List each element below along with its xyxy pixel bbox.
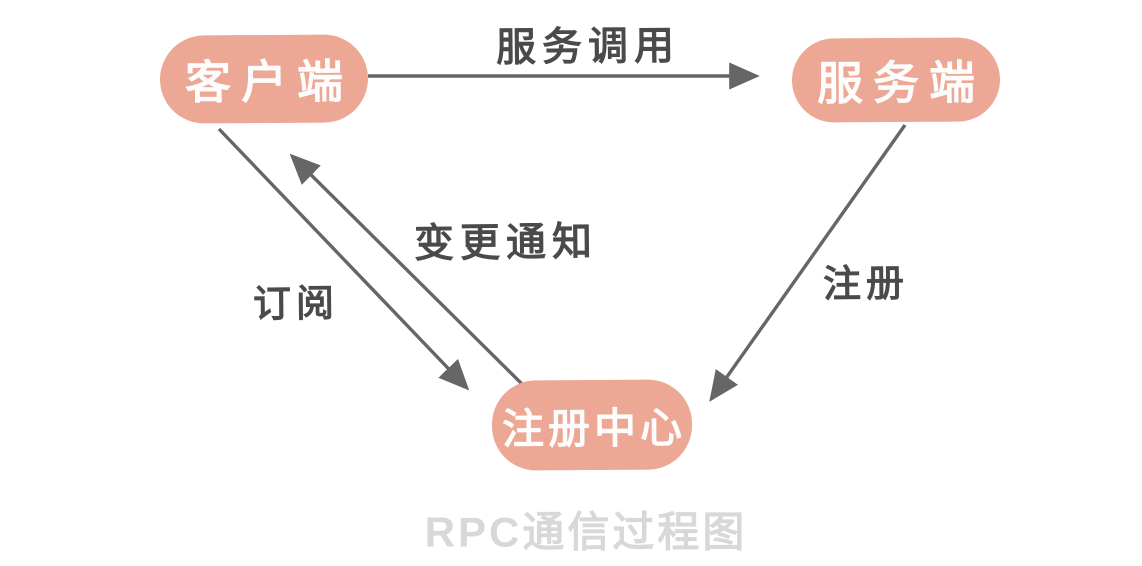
service-call-label: 服务调用 <box>495 24 681 70</box>
subscribe-arrow <box>217 127 470 391</box>
client-node: 客户端 <box>159 34 369 124</box>
registry-node-label: 注册中心 <box>501 403 687 453</box>
register-label: 注册 <box>822 263 910 306</box>
change-notice-arrow <box>289 153 526 388</box>
registry-node: 注册中心 <box>491 379 693 471</box>
subscribe-label: 订阅 <box>252 283 340 326</box>
diagram-title: RPC通信过程图 <box>424 508 748 556</box>
client-node-label: 客户端 <box>184 55 354 109</box>
server-node-label: 服务端 <box>816 56 986 110</box>
register-arrow <box>709 124 907 402</box>
change-notice-label: 变更通知 <box>413 220 599 266</box>
server-node: 服务端 <box>791 37 1001 123</box>
